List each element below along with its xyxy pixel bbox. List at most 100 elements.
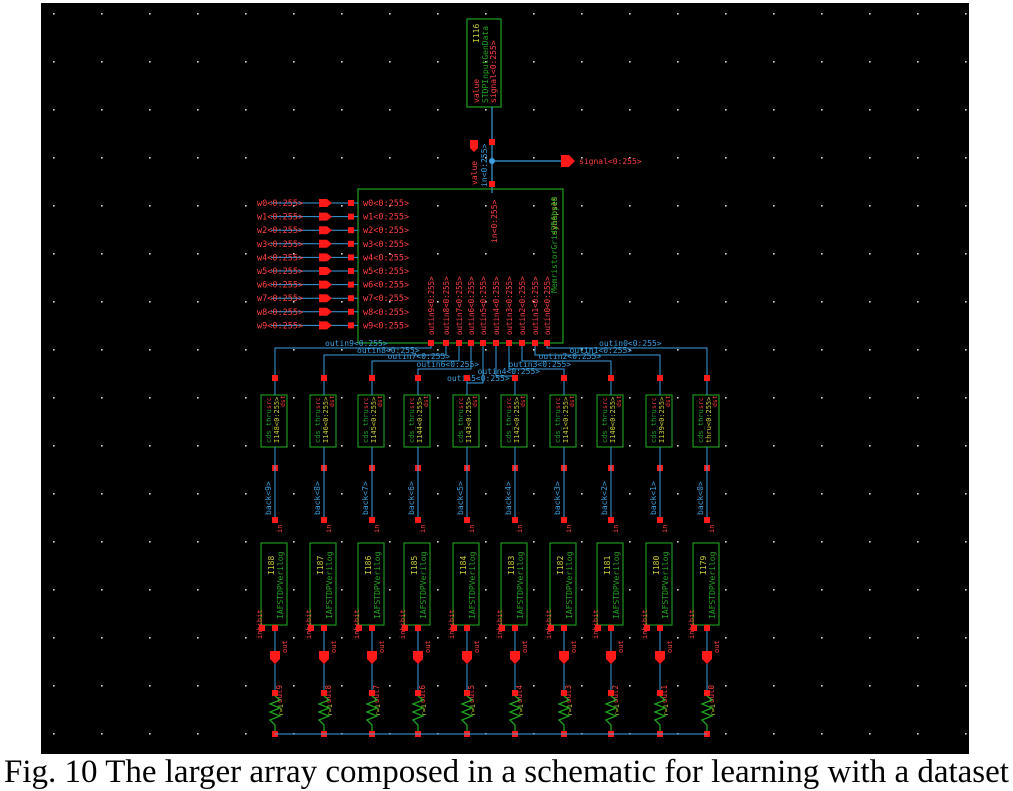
thru-cell-box[interactable] xyxy=(500,394,528,448)
out-pin-arrow[interactable] xyxy=(462,651,472,664)
weight-pin-square xyxy=(348,322,354,329)
grid-dot xyxy=(629,61,631,63)
grid-dot xyxy=(101,541,103,543)
grid-dot xyxy=(629,349,631,351)
grid-dot xyxy=(101,445,103,447)
input-generator-instance: I116 xyxy=(472,24,481,43)
grid-dot xyxy=(149,397,151,399)
grid-dot xyxy=(677,589,679,591)
thru-cell-box[interactable] xyxy=(452,394,480,448)
grid-dot xyxy=(485,157,487,159)
grid-dot xyxy=(965,349,967,351)
thru-cell-box[interactable] xyxy=(692,394,720,448)
resistor xyxy=(604,695,618,734)
synapse-out-pin-square xyxy=(519,340,525,346)
grid-dot xyxy=(965,493,967,495)
grid-dot xyxy=(341,493,343,495)
synapse-out-pin-square xyxy=(428,340,434,346)
grid-dot xyxy=(533,109,535,111)
neuron-in-label: in xyxy=(516,525,524,533)
signal-output-pin[interactable] xyxy=(561,155,575,167)
grid-dots xyxy=(53,13,967,735)
out-pin-arrow[interactable] xyxy=(319,651,329,664)
thru-cell-box[interactable] xyxy=(403,394,431,448)
synapse-out-pin-square xyxy=(443,340,449,346)
grid-dot xyxy=(101,157,103,159)
weight-input-pin[interactable] xyxy=(319,280,332,289)
grid-dot xyxy=(869,13,871,15)
out-pin-arrow[interactable] xyxy=(367,651,377,664)
thru-instance-label: I141<0:255> xyxy=(562,397,570,443)
grid-dot xyxy=(389,589,391,591)
thru-cell-box[interactable] xyxy=(549,394,577,448)
grid-dot xyxy=(245,61,247,63)
back-label: back<9> xyxy=(264,481,273,515)
weight-input-pin[interactable] xyxy=(319,212,332,221)
grid-dot xyxy=(869,397,871,399)
neuron-out-pin xyxy=(369,625,375,631)
neuron-inhibit-label: inhibit xyxy=(496,609,504,639)
grid-dot xyxy=(341,541,343,543)
thru-cell-box[interactable] xyxy=(596,394,624,448)
grid-dot xyxy=(725,301,727,303)
weight-input-pin[interactable] xyxy=(319,199,332,207)
schematic-canvas: value STDPInputGenData signal<0:255> I11… xyxy=(41,3,969,754)
resistor xyxy=(653,695,667,734)
resistor-label: r=1 xyxy=(326,704,334,716)
weight-input-pin[interactable] xyxy=(319,321,332,330)
grid-dot xyxy=(581,109,583,111)
grid-dot xyxy=(101,685,103,687)
grid-dot xyxy=(917,637,919,639)
signal-junction xyxy=(489,158,495,164)
grid-dot xyxy=(821,301,823,303)
resistor-top-pin xyxy=(657,690,663,696)
out-pin-arrow[interactable] xyxy=(655,651,665,664)
weight-input-pin[interactable] xyxy=(319,294,332,303)
out-pin-arrow[interactable] xyxy=(510,651,520,664)
weight-input-pin[interactable] xyxy=(319,253,332,262)
synapse-grid-block[interactable]: in<0:255> synapses MemristorGrid256by10 … xyxy=(257,188,564,346)
neuron-instance-label: I180 xyxy=(652,556,661,575)
bus-label: outin6<0:255> xyxy=(417,360,480,369)
grid-dot xyxy=(485,685,487,687)
out-pin-arrow[interactable] xyxy=(270,651,280,664)
grid-dot xyxy=(53,589,55,591)
input-value-pin-label: value xyxy=(472,79,481,103)
grid-dot xyxy=(149,301,151,303)
grid-dot xyxy=(869,493,871,495)
grid-dot xyxy=(437,253,439,255)
weight-input-pin[interactable] xyxy=(319,226,332,235)
grid-dot xyxy=(917,157,919,159)
weight-input-pin[interactable] xyxy=(319,239,332,248)
value-pin-label: value xyxy=(470,161,479,185)
grid-dot xyxy=(869,733,871,735)
out-pin-arrow[interactable] xyxy=(606,651,616,664)
neuron-inhibit-label: inhibit xyxy=(399,609,407,639)
thru-cell-box[interactable] xyxy=(260,394,288,448)
grid-dot xyxy=(197,685,199,687)
neuron-in-label: in xyxy=(373,525,381,533)
thru-cell-box[interactable] xyxy=(357,394,385,448)
weight-input-pin[interactable] xyxy=(319,307,332,316)
synapse-out-pin-label: outin2<0:255> xyxy=(518,276,527,335)
thru-cell-box[interactable] xyxy=(309,394,337,448)
out-pin-arrow[interactable] xyxy=(559,651,569,664)
input-wiring: value in<0:255> signal<0:255> xyxy=(470,107,642,193)
back-label: back<6> xyxy=(407,481,416,515)
weight-input-label: w4<0:255> xyxy=(257,253,303,263)
out-pin-arrow[interactable] xyxy=(702,651,712,664)
grid-dot xyxy=(245,637,247,639)
neuron-instance-label: I179 xyxy=(699,556,708,575)
weight-input-pin[interactable] xyxy=(319,267,332,275)
grid-dot xyxy=(581,493,583,495)
input-generator-block[interactable]: value STDPInputGenData signal<0:255> I11… xyxy=(466,18,502,108)
back-label: back<5> xyxy=(456,481,465,515)
grid-dot xyxy=(677,685,679,687)
thru-cell-box[interactable] xyxy=(645,394,673,448)
grid-dot xyxy=(101,253,103,255)
weight-pin-square xyxy=(348,308,354,315)
grid-dot xyxy=(53,61,55,63)
neuron-in-pin xyxy=(464,517,470,523)
out-pin-arrow[interactable] xyxy=(413,651,423,664)
thru-src-label: src xyxy=(601,397,609,409)
